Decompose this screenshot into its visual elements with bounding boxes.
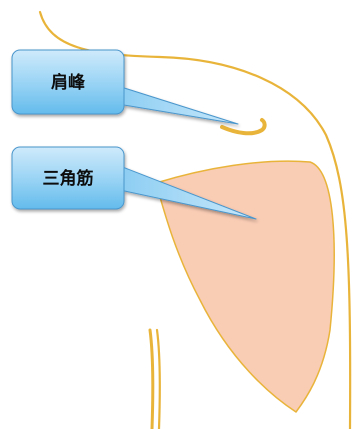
humerus-line-right [157,330,160,429]
callout-deltoid-label: 三角筋 [43,168,94,189]
humerus-line-left [150,330,153,429]
callout-acromion-label: 肩峰 [51,72,86,93]
callout-acromion-pointer [118,86,238,124]
